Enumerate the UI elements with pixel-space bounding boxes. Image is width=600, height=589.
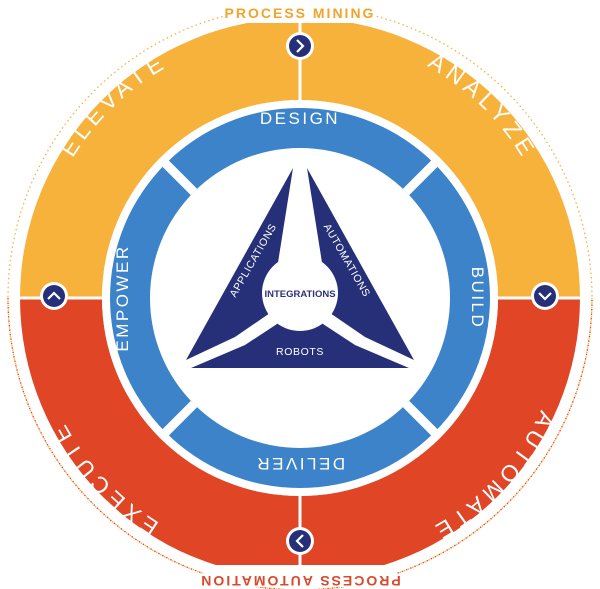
outer-dotted-ring bbox=[7, 5, 593, 589]
center-hub bbox=[262, 255, 338, 331]
triangle-left-section bbox=[186, 168, 293, 360]
chevron-right-button[interactable] bbox=[531, 282, 559, 310]
triangle-right-section bbox=[307, 168, 414, 360]
chevron-top-button[interactable] bbox=[286, 32, 314, 60]
outer-ring-bottom-half bbox=[20, 298, 580, 578]
triangle-label-robots: ROBOTS bbox=[276, 346, 324, 358]
chevron-left-button[interactable] bbox=[40, 282, 68, 310]
chevron-up-icon bbox=[47, 291, 61, 300]
chevron-right-icon bbox=[296, 39, 305, 53]
outer-ring-top-half bbox=[20, 18, 580, 298]
chevron-bottom-button[interactable] bbox=[286, 527, 314, 555]
core-triangle bbox=[186, 168, 414, 368]
triangle-bottom-section bbox=[191, 322, 409, 368]
center-label-integrations: INTEGRATIONS bbox=[264, 289, 335, 300]
process-automation-caption: PROCESS AUTOMATION bbox=[199, 573, 400, 589]
middle-label-design: DESIGN bbox=[260, 109, 340, 128]
chevron-left-icon bbox=[295, 534, 304, 548]
middle-label-deliver: DELIVER bbox=[255, 454, 345, 473]
middle-label-empower: EMPOWER bbox=[113, 244, 132, 351]
chevron-down-icon bbox=[538, 292, 552, 301]
process-mining-caption: PROCESS MINING bbox=[225, 5, 376, 21]
middle-label-build: BUILD bbox=[468, 267, 487, 330]
